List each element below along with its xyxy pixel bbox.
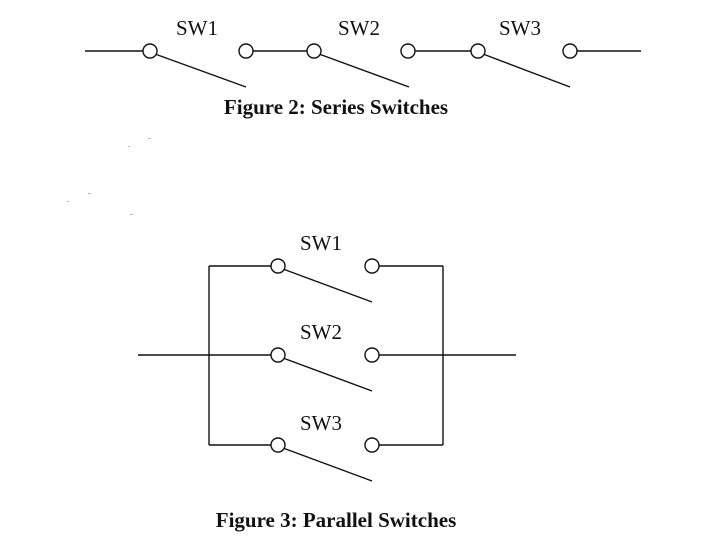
speck-1 bbox=[148, 138, 151, 139]
series-switch-3: SW3 bbox=[470, 16, 578, 88]
parallel-switch-3-terminal-out bbox=[364, 437, 380, 453]
series-switch-1-terminal-in bbox=[142, 43, 158, 59]
parallel-switch-2-blade bbox=[282, 357, 373, 392]
parallel-switch-3-blade bbox=[282, 447, 373, 482]
series-switch-1: SW1 bbox=[142, 16, 254, 88]
parallel-switch-1: SW1 bbox=[270, 231, 380, 303]
parallel-switch-3: SW3 bbox=[270, 411, 380, 482]
parallel-switch-2: SW2 bbox=[270, 320, 380, 392]
series-circuit: SW1 SW2 SW3 Figure 2: Series Switches bbox=[85, 16, 641, 119]
parallel-switch-2-label: SW2 bbox=[300, 320, 342, 344]
series-switch-3-terminal-in bbox=[470, 43, 486, 59]
speck-4 bbox=[67, 201, 69, 202]
speck-2 bbox=[128, 146, 130, 147]
series-switch-3-label: SW3 bbox=[499, 16, 541, 40]
scan-specks bbox=[67, 138, 151, 215]
parallel-circuit: SW1 SW2 SW3 Figure 3: Parallel Switches bbox=[138, 231, 516, 532]
parallel-switch-3-terminal-in bbox=[270, 437, 286, 453]
parallel-switch-1-terminal-in bbox=[270, 258, 286, 274]
series-switch-2-blade bbox=[318, 53, 410, 88]
series-caption: Figure 2: Series Switches bbox=[224, 95, 448, 119]
series-switch-2: SW2 bbox=[306, 16, 416, 88]
parallel-switch-2-terminal-out bbox=[364, 347, 380, 363]
series-switch-3-blade bbox=[482, 53, 571, 88]
series-switch-1-blade bbox=[154, 53, 247, 88]
series-switch-2-label: SW2 bbox=[338, 16, 380, 40]
series-switch-3-terminal-out bbox=[562, 43, 578, 59]
series-switch-2-terminal-in bbox=[306, 43, 322, 59]
speck-3 bbox=[88, 193, 91, 194]
parallel-caption: Figure 3: Parallel Switches bbox=[216, 508, 457, 532]
series-switch-1-terminal-out bbox=[238, 43, 254, 59]
series-switch-1-label: SW1 bbox=[176, 16, 218, 40]
parallel-switch-3-label: SW3 bbox=[300, 411, 342, 435]
parallel-switch-1-blade bbox=[282, 268, 373, 303]
parallel-switch-1-label: SW1 bbox=[300, 231, 342, 255]
series-switch-2-terminal-out bbox=[400, 43, 416, 59]
speck-5 bbox=[130, 214, 133, 215]
parallel-switch-1-terminal-out bbox=[364, 258, 380, 274]
parallel-switch-2-terminal-in bbox=[270, 347, 286, 363]
